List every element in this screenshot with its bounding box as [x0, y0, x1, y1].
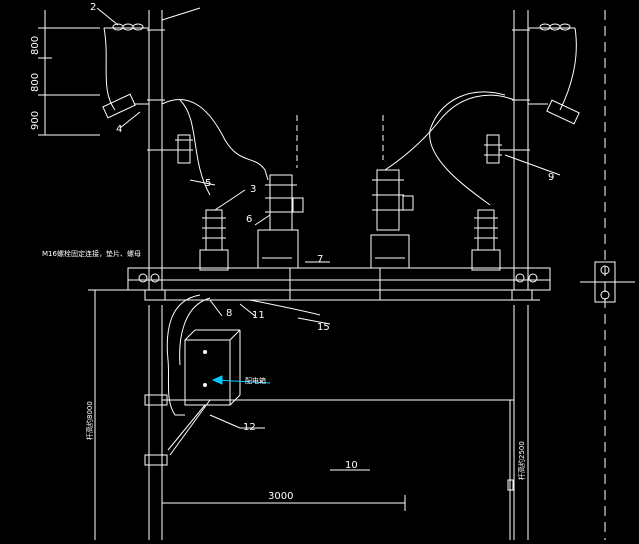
- distribution-box: [184, 329, 241, 406]
- lead-wire-left-2: [179, 99, 211, 196]
- switch-left: [257, 174, 304, 269]
- callout-15: 15: [317, 322, 330, 333]
- left-drop-wire: [103, 27, 116, 111]
- callout-4: 4: [116, 124, 122, 135]
- right-height-label: 杆高约2500: [517, 441, 526, 480]
- callout-8: 8: [226, 308, 232, 319]
- box-note: 配电箱: [245, 376, 266, 385]
- lead-wire-right-2: [429, 91, 506, 206]
- dimension-3000-label: 3000: [268, 491, 293, 502]
- dimension-900-label: 900: [30, 111, 41, 130]
- callout-2: 2: [90, 2, 96, 13]
- lead-wire-right: [384, 94, 515, 171]
- dimension-3000: [161, 495, 406, 511]
- dimension-stack: [38, 10, 100, 136]
- callout-5: 5: [205, 178, 211, 189]
- crossarm-note: M16螺栓固定连接，垫片、螺母: [42, 249, 141, 258]
- callout-11: 11: [252, 310, 265, 321]
- cross-arm: [127, 267, 551, 301]
- callout-7: 7: [317, 254, 323, 265]
- lead-wire-left: [161, 98, 269, 181]
- callout-6: 6: [246, 214, 252, 225]
- down-cable: [166, 294, 201, 416]
- arrester-right: [528, 99, 580, 125]
- post-insulator-right: [471, 209, 501, 271]
- dimension-800b-label: 800: [30, 73, 41, 92]
- top-insulator-left: [104, 23, 149, 31]
- left-height-label: 杆高约8000: [85, 401, 94, 440]
- fuse-right: [484, 134, 514, 164]
- callout-9: 9: [548, 172, 554, 183]
- arrester-left: [102, 93, 149, 119]
- right-drop-wire: [559, 27, 577, 111]
- callout-12: 12: [243, 422, 256, 433]
- switch-right: [370, 169, 414, 269]
- dimension-800a-label: 800: [30, 36, 41, 55]
- fuse-left: [162, 134, 193, 164]
- right-pole: [512, 10, 530, 540]
- side-detail: [580, 261, 635, 303]
- callout-10: 10: [345, 460, 358, 471]
- left-pole: [147, 10, 165, 540]
- post-insulator-left: [199, 209, 229, 271]
- top-insulator-right: [528, 23, 575, 31]
- callout-3: 3: [250, 184, 256, 195]
